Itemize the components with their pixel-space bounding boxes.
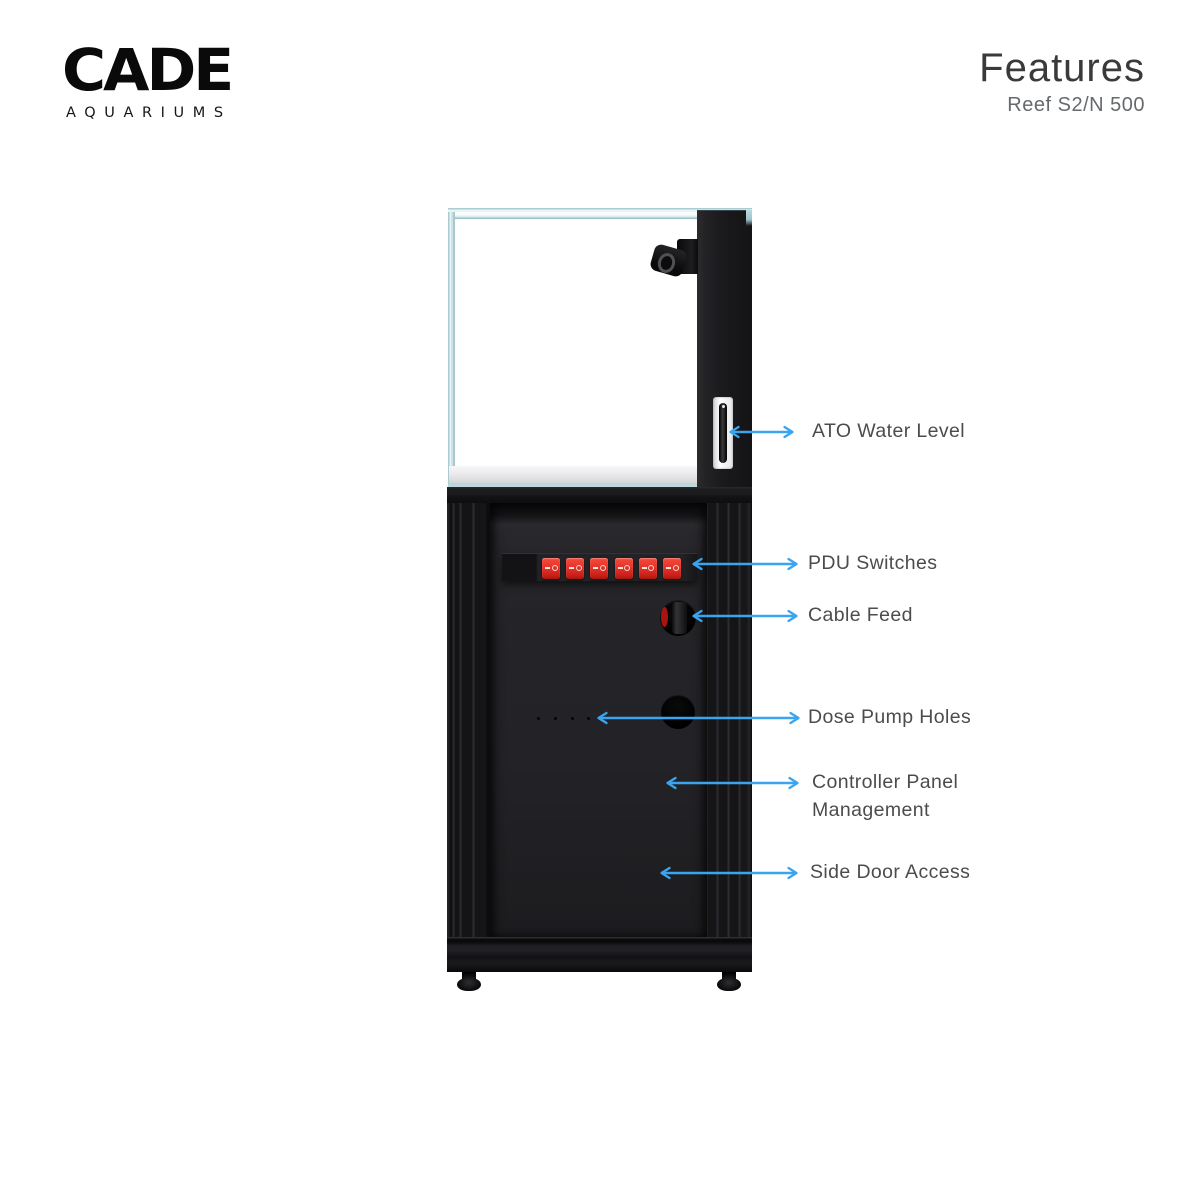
callout-label: Dose Pump Holes (808, 704, 971, 732)
switch-off-icon (672, 565, 679, 571)
cabinet-left-rail (447, 487, 490, 972)
column-glass-corner (746, 210, 752, 226)
callout-label: PDU Switches (808, 550, 937, 578)
page-header: Features Reef S2/N 500 (979, 46, 1145, 117)
cable-plug (672, 602, 687, 634)
callout-label: ATO Water Level (812, 418, 965, 446)
callout-label-line: ATO Water Level (812, 420, 966, 442)
cable-feed-grommet (660, 600, 696, 636)
dose-pump-dot (587, 717, 591, 720)
foot-base (717, 978, 741, 991)
dose-pump-dot (537, 717, 540, 720)
ato-level-tube (719, 403, 727, 463)
switch-off-icon (575, 565, 582, 571)
brand-name: CADE (62, 37, 234, 105)
switch-on-icon (666, 567, 671, 569)
switch-off-icon (648, 565, 655, 571)
cabinet-top-rail (447, 487, 752, 503)
dose-pump-dot (570, 717, 574, 720)
page-subtitle: Reef S2/N 500 (1007, 94, 1145, 116)
switch-on-icon (593, 567, 599, 569)
leveling-foot-right (717, 972, 741, 992)
tank-left-glass-edge (448, 212, 455, 487)
pdu-switch (590, 558, 609, 579)
callout-label-line: PDU Switches (808, 552, 938, 574)
ato-level-float (722, 405, 725, 408)
leveling-foot-left (457, 972, 481, 992)
pdu-switch (542, 558, 560, 579)
switch-off-icon (599, 565, 606, 571)
pdu-switch (566, 558, 585, 579)
callout-label: Cable Feed (808, 602, 913, 630)
callout-label-line: Cable Feed (808, 604, 913, 626)
foot-base (457, 978, 481, 991)
cabinet-bottom-rail (447, 937, 752, 972)
callout-label-line: Side Door Access (810, 861, 971, 883)
brand-tagline: AQUARIUMS (66, 105, 232, 121)
tank-base-shelf (449, 466, 700, 484)
brand-logo: CADE AQUARIUMS (62, 37, 234, 121)
callout-label-line: Dose Pump Holes (808, 706, 972, 728)
callout-label-line: Controller Panel (812, 771, 959, 793)
pdu-switch (663, 558, 681, 579)
foot-stem (722, 972, 736, 982)
switch-off-icon (551, 565, 558, 571)
dose-pump-hole (661, 695, 695, 729)
page-title: Features (979, 46, 1145, 90)
callout-label-line: Management (812, 798, 930, 821)
pdu-switch (614, 558, 633, 579)
dose-pump-dot (553, 717, 557, 720)
switch-on-icon (545, 567, 550, 569)
switch-on-icon (617, 567, 623, 569)
switch-off-icon (624, 565, 631, 571)
switch-on-icon (569, 567, 575, 569)
cable-red-wire (661, 607, 668, 627)
foot-stem (462, 972, 476, 982)
pdu-switch (638, 558, 657, 579)
switch-on-icon (641, 567, 647, 569)
tank-top-rim (448, 208, 752, 219)
callout-label: Side Door Access (810, 859, 970, 887)
